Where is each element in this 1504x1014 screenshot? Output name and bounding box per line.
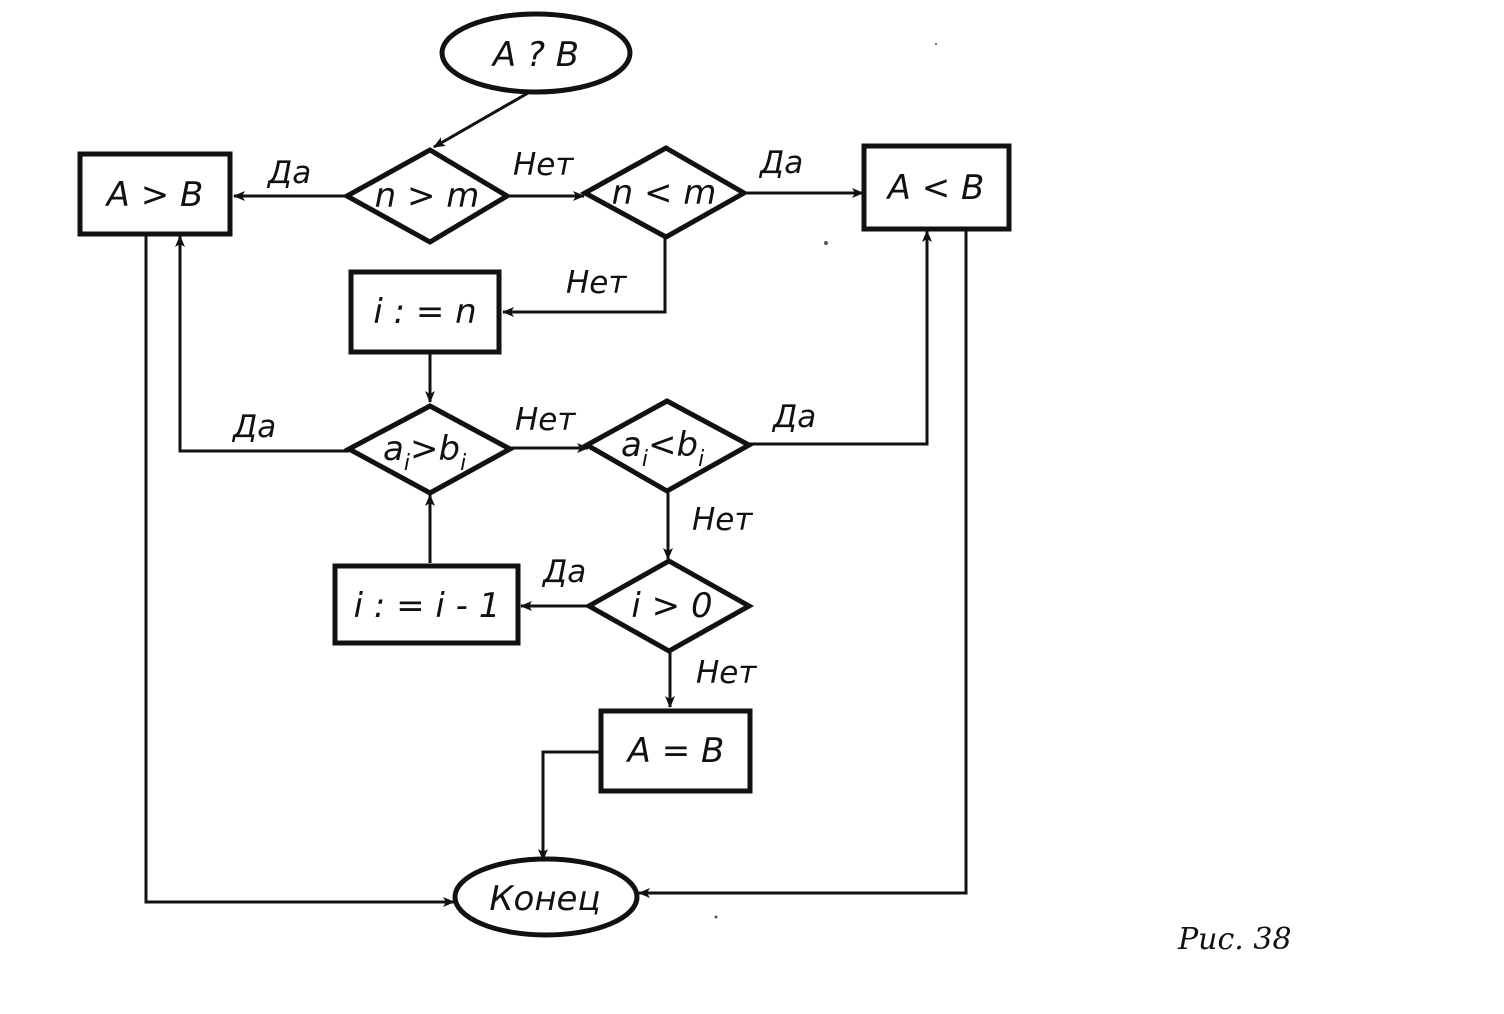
edge-label-yes-ai-lt-bi: Да bbox=[771, 399, 816, 435]
end-label: Конец bbox=[489, 879, 600, 919]
assign-i-dec-label: i : = i - 1 bbox=[354, 586, 501, 626]
decision-i-gt-0-label: i > 0 bbox=[631, 586, 712, 626]
edge-ai-gt-bi-yes bbox=[175, 235, 349, 453]
edge-label-no-ai-lt-bi: Нет bbox=[692, 502, 753, 538]
edge-start-to-n-gt-m bbox=[433, 91, 529, 149]
edge-a-gt-b-to-end bbox=[144, 236, 455, 907]
result-a-gt-b-box: A > B bbox=[77, 151, 233, 237]
edge-ai-lt-bi-yes bbox=[749, 230, 932, 446]
edge-label-yes-i-gt-0: Да bbox=[541, 554, 586, 590]
edge-n-lt-m-no bbox=[502, 237, 667, 317]
figure-caption: Рис. 38 bbox=[1177, 922, 1292, 957]
edge-label-no-n-gt-m: Нет bbox=[513, 147, 574, 183]
decision-ai-lt-bi-label: ai<bi bbox=[621, 425, 704, 472]
edge-label-no-n-lt-m: Нет bbox=[566, 265, 627, 301]
edge-label-yes-n-gt-m: Да bbox=[266, 155, 311, 191]
scan-specks bbox=[714, 42, 938, 919]
decision-ai-gt-bi-label: ai>bi bbox=[383, 429, 466, 476]
end-terminal: Конец bbox=[452, 856, 640, 938]
edge-labels: Да Нет Да Нет Да Нет Да Нет Да Нет bbox=[231, 145, 816, 691]
result-a-lt-b-box: A < B bbox=[861, 143, 1012, 232]
result-a-gt-b-label: A > B bbox=[105, 175, 204, 215]
decision-ai-lt-bi: ai<bi bbox=[581, 398, 755, 494]
assign-i-dec-box: i : = i - 1 bbox=[332, 563, 521, 646]
decision-n-gt-m: n > m bbox=[341, 147, 512, 245]
edge-label-yes-ai-gt-bi: Да bbox=[231, 409, 276, 445]
connectors bbox=[144, 91, 968, 907]
result-a-eq-b-box: A = B bbox=[598, 708, 753, 794]
edge-a-eq-b-to-end bbox=[538, 750, 602, 861]
decision-n-gt-m-label: n > m bbox=[375, 176, 480, 216]
start-label: A ? B bbox=[491, 35, 579, 75]
assign-i-n-box: i : = n bbox=[348, 269, 502, 355]
start-terminal: A ? B bbox=[439, 11, 633, 95]
decision-i-gt-0: i > 0 bbox=[583, 558, 755, 654]
result-a-eq-b-label: A = B bbox=[626, 731, 725, 771]
assign-i-n-label: i : = n bbox=[373, 292, 476, 332]
decision-ai-gt-bi: ai>bi bbox=[343, 403, 516, 496]
edge-label-yes-n-lt-m: Да bbox=[758, 145, 803, 181]
edge-a-lt-b-to-end bbox=[638, 229, 968, 898]
edge-label-no-i-gt-0: Нет bbox=[696, 655, 757, 691]
edge-label-no-ai-gt-bi: Нет bbox=[515, 402, 576, 438]
result-a-lt-b-label: A < B bbox=[886, 168, 985, 208]
decision-n-lt-m: n < m bbox=[579, 145, 750, 240]
decision-n-lt-m-label: n < m bbox=[612, 173, 717, 213]
